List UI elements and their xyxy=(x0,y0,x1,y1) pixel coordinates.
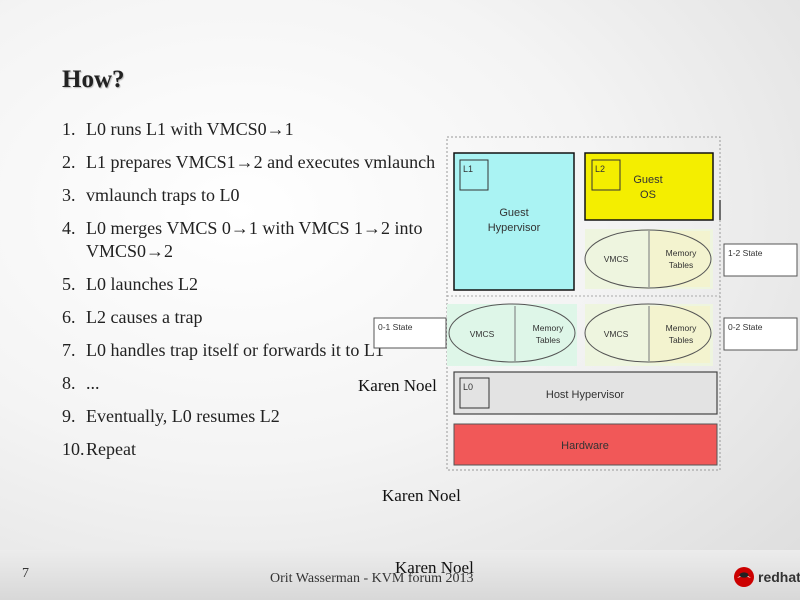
list-item: 8.... xyxy=(62,373,100,393)
memory-tables-01-label-2: Tables xyxy=(536,335,561,345)
memory-tables-02-label-2: Tables xyxy=(669,335,694,345)
redhat-logo: redhat. xyxy=(733,566,800,588)
vmcs02-ellipse xyxy=(584,303,712,363)
l2-tag-box xyxy=(591,159,621,191)
memory-tables-12-label-1: Memory xyxy=(666,248,697,258)
vmcs01-ellipse xyxy=(448,303,576,363)
memory-tables-02-label-1: Memory xyxy=(666,323,697,333)
host-hypervisor-label: Host Hypervisor xyxy=(546,389,625,401)
footer-bar xyxy=(0,550,800,600)
vmcs02-label: VMCS xyxy=(604,329,629,339)
hardware-label: Hardware xyxy=(561,440,609,452)
shadowman-icon xyxy=(734,567,754,587)
annotation-karen-noel-3: Karen Noel xyxy=(395,558,474,577)
vmcs12-ellipse xyxy=(584,229,712,289)
state-01-label: 0-1 State xyxy=(378,322,413,332)
footer-text: Orit Wasserman - KVM forum 2013 xyxy=(270,571,474,586)
state-02-label: 0-2 State xyxy=(728,322,763,332)
vmcs01-label: VMCS xyxy=(470,329,495,339)
list-item: 9.Eventually, L0 resumes L2 xyxy=(62,406,280,426)
guest-os-box xyxy=(584,152,714,221)
list-item: 10.Repeat xyxy=(62,439,136,459)
annotation-karen-noel-1: Karen Noel xyxy=(358,376,437,395)
memory-tables-12-label-2: Tables xyxy=(669,260,694,270)
l2-tag: L2 xyxy=(595,164,605,174)
hardware-box xyxy=(453,423,718,466)
state-01-box xyxy=(373,317,447,349)
state-02-box xyxy=(723,317,798,351)
guest-os-label-2: OS xyxy=(640,189,656,201)
vmcs12-label: VMCS xyxy=(604,254,629,264)
l1-tag: L1 xyxy=(463,164,473,174)
list-item: 5.L0 launches L2 xyxy=(62,274,198,294)
list-item: 2.L1 prepares VMCS1→2 and executes vmlau… xyxy=(62,152,436,172)
bullet-list: 1.L0 runs L1 with VMCS0→1 2.L1 prepares … xyxy=(62,118,442,461)
page-number: 7 xyxy=(22,566,29,581)
l0-tag-box xyxy=(459,377,490,409)
list-item: 4.L0 merges VMCS 0→1 with VMCS 1→2 into … xyxy=(62,218,423,261)
memory-tables-01-label-1: Memory xyxy=(533,323,564,333)
guest-os-label-1: Guest xyxy=(633,174,662,186)
memory-tables-02-bg xyxy=(650,306,710,363)
redhat-logo-text: redhat. xyxy=(758,569,800,585)
guest-hypervisor-box xyxy=(453,152,575,291)
l1-tag-box xyxy=(459,159,489,191)
state-12-box xyxy=(723,243,798,277)
state-12-label: 1-2 State xyxy=(728,248,763,258)
guest-hypervisor-label-1: Guest xyxy=(499,207,528,219)
list-item: 7.L0 handles trap itself or forwards it … xyxy=(62,340,384,360)
list-item: 3.vmlaunch traps to L0 xyxy=(62,185,240,205)
slide-title: How? xyxy=(62,66,125,93)
l0-tag: L0 xyxy=(463,382,473,392)
memory-tables-12-bg xyxy=(650,231,710,287)
list-item: 6.L2 causes a trap xyxy=(62,307,203,327)
list-item: 1.L0 runs L1 with VMCS0→1 xyxy=(62,119,294,139)
vmcs01-area xyxy=(447,304,577,366)
diagram-outer-frame xyxy=(446,136,721,471)
host-hypervisor-box xyxy=(453,371,718,415)
guest-hypervisor-label-2: Hypervisor xyxy=(488,222,541,234)
annotation-karen-noel-2: Karen Noel xyxy=(382,486,461,505)
